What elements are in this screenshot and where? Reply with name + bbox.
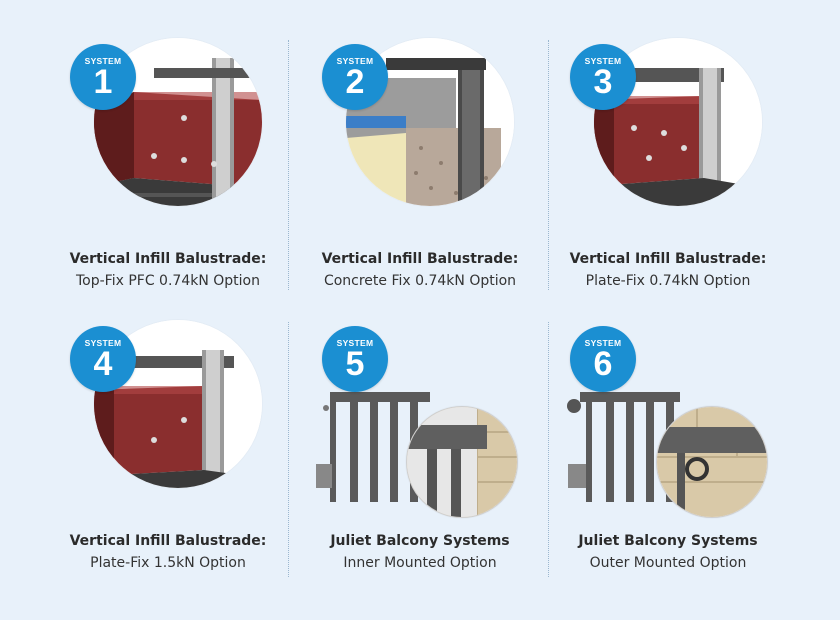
system-title: Vertical Infill Balustrade: — [69, 533, 267, 549]
badge-number: 6 — [593, 345, 613, 383]
system-caption-3: Vertical Infill Balustrade: Plate-Fix 0.… — [528, 248, 808, 292]
system-subtitle: Inner Mounted Option — [343, 555, 497, 571]
system-caption-5: Juliet Balcony Systems Inner Mounted Opt… — [280, 530, 560, 574]
badge-label: SYSTEM — [336, 56, 374, 66]
divider — [288, 322, 289, 577]
system-caption-1: Vertical Infill Balustrade: Top-Fix PFC … — [28, 248, 308, 292]
system-badge-3: SYSTEM 3 — [570, 44, 636, 110]
system-subtitle: Outer Mounted Option — [589, 555, 747, 571]
badge-number: 5 — [345, 345, 365, 383]
badge-label: SYSTEM — [336, 338, 374, 348]
system-card-6[interactable]: SYSTEM 6 Juliet Balcony Systems Outer Mo… — [528, 320, 808, 610]
plate-fix-image — [594, 38, 762, 206]
system-badge-4: SYSTEM 4 — [70, 326, 136, 392]
badge-number: 2 — [345, 63, 365, 101]
system-badge-2: SYSTEM 2 — [322, 44, 388, 110]
system-badge-1: SYSTEM 1 — [70, 44, 136, 110]
badge-number: 1 — [93, 63, 113, 101]
system-caption-4: Vertical Infill Balustrade: Plate-Fix 1.… — [28, 530, 308, 574]
badge-label: SYSTEM — [584, 338, 622, 348]
system-badge-6: SYSTEM 6 — [570, 326, 636, 392]
system-subtitle: Concrete Fix 0.74kN Option — [323, 273, 517, 289]
badge-label: SYSTEM — [84, 338, 122, 348]
system-subtitle: Plate-Fix 1.5kN Option — [90, 555, 246, 571]
system-subtitle: Plate-Fix 0.74kN Option — [585, 273, 751, 289]
system-title: Juliet Balcony Systems — [578, 533, 758, 549]
divider — [288, 40, 289, 290]
badge-number: 4 — [93, 345, 113, 383]
system-title: Vertical Infill Balustrade: — [321, 251, 519, 267]
badge-label: SYSTEM — [84, 56, 122, 66]
system-card-4[interactable]: SYSTEM 4 Vertical Infill Balustrade: Pla… — [28, 320, 308, 610]
system-card-1[interactable]: SYSTEM 1 Vertical Infill Balustrade: Top… — [28, 38, 308, 328]
juliet-inner-detail-image — [406, 406, 518, 518]
plate-fix-1-5kn-image — [94, 320, 262, 488]
system-caption-6: Juliet Balcony Systems Outer Mounted Opt… — [528, 530, 808, 574]
juliet-outer-detail-image — [656, 406, 768, 518]
system-card-2[interactable]: SYSTEM 2 Vertical Infill Balustrade: Con… — [280, 38, 560, 328]
divider — [548, 40, 549, 290]
system-card-5[interactable]: SYSTEM 5 Juliet Balcony Systems Inner Mo… — [280, 320, 560, 610]
badge-number: 3 — [593, 63, 613, 101]
badge-label: SYSTEM — [584, 56, 622, 66]
divider — [548, 322, 549, 577]
system-badge-5: SYSTEM 5 — [322, 326, 388, 392]
system-caption-2: Vertical Infill Balustrade: Concrete Fix… — [280, 248, 560, 292]
system-subtitle: Top-Fix PFC 0.74kN Option — [76, 273, 260, 289]
system-title: Juliet Balcony Systems — [330, 533, 510, 549]
system-title: Vertical Infill Balustrade: — [69, 251, 267, 267]
system-title: Vertical Infill Balustrade: — [569, 251, 767, 267]
system-card-3[interactable]: SYSTEM 3 Vertical Infill Balustrade: Pla… — [528, 38, 808, 328]
